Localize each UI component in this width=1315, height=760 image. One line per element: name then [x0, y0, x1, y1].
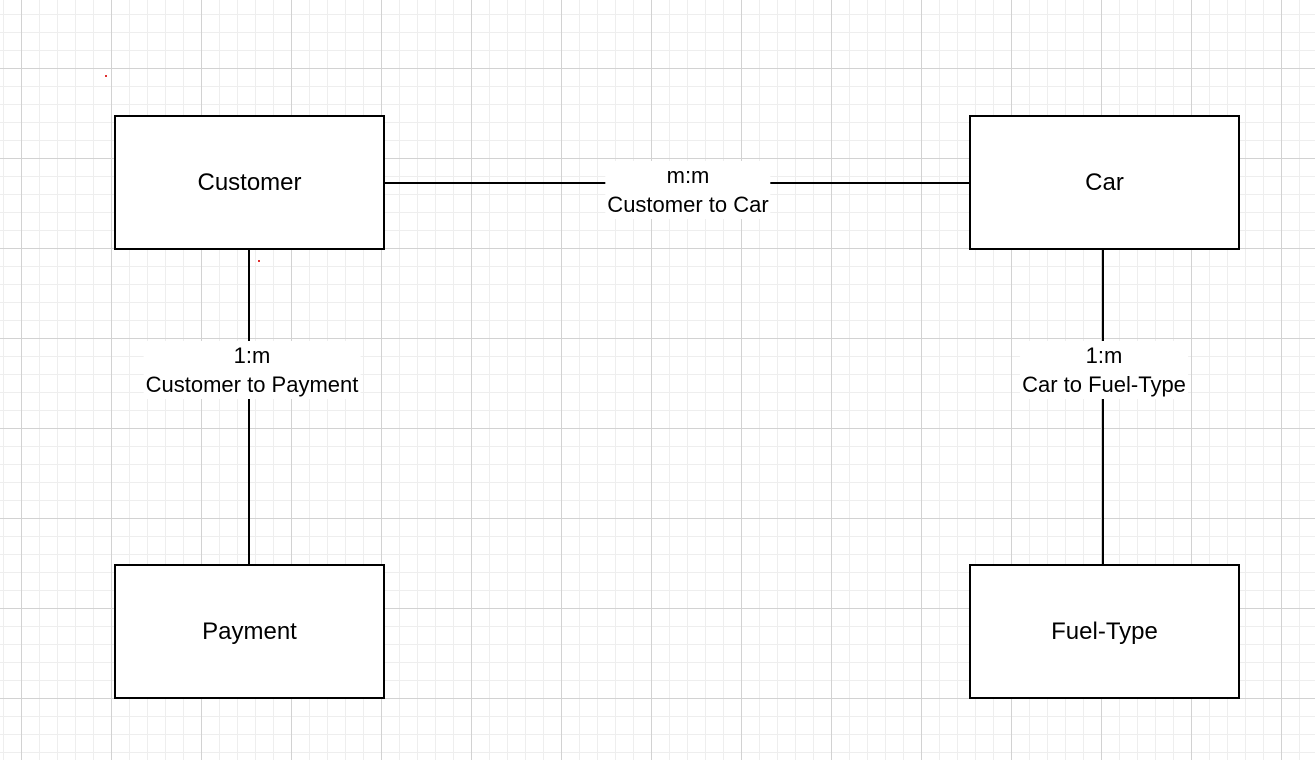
relationship-customer-payment-label[interactable]: 1:m Customer to Payment: [143, 341, 361, 399]
relationship-name: Car to Fuel-Type: [1022, 372, 1186, 397]
connector-car-fuel-type: [1102, 249, 1104, 565]
stray-dot: [105, 75, 107, 77]
relationship-customer-car-label[interactable]: m:m Customer to Car: [605, 161, 771, 219]
entity-payment-label: Payment: [202, 617, 297, 645]
entity-customer-label: Customer: [197, 168, 302, 196]
entity-customer[interactable]: Customer: [114, 115, 385, 250]
stray-dot: [258, 260, 260, 262]
relationship-car-fuel-type-label[interactable]: 1:m Car to Fuel-Type: [1020, 341, 1188, 399]
entity-fuel-type-label: Fuel-Type: [1051, 617, 1158, 645]
relationship-name: Customer to Car: [607, 192, 769, 217]
entity-car[interactable]: Car: [969, 115, 1240, 250]
entity-car-label: Car: [1085, 168, 1124, 196]
relationship-cardinality: m:m: [666, 163, 710, 188]
relationship-name: Customer to Payment: [145, 372, 359, 397]
entity-fuel-type[interactable]: Fuel-Type: [969, 564, 1240, 699]
relationship-cardinality: 1:m: [233, 343, 271, 368]
relationship-cardinality: 1:m: [1085, 343, 1123, 368]
entity-payment[interactable]: Payment: [114, 564, 385, 699]
connector-customer-payment: [248, 249, 250, 565]
